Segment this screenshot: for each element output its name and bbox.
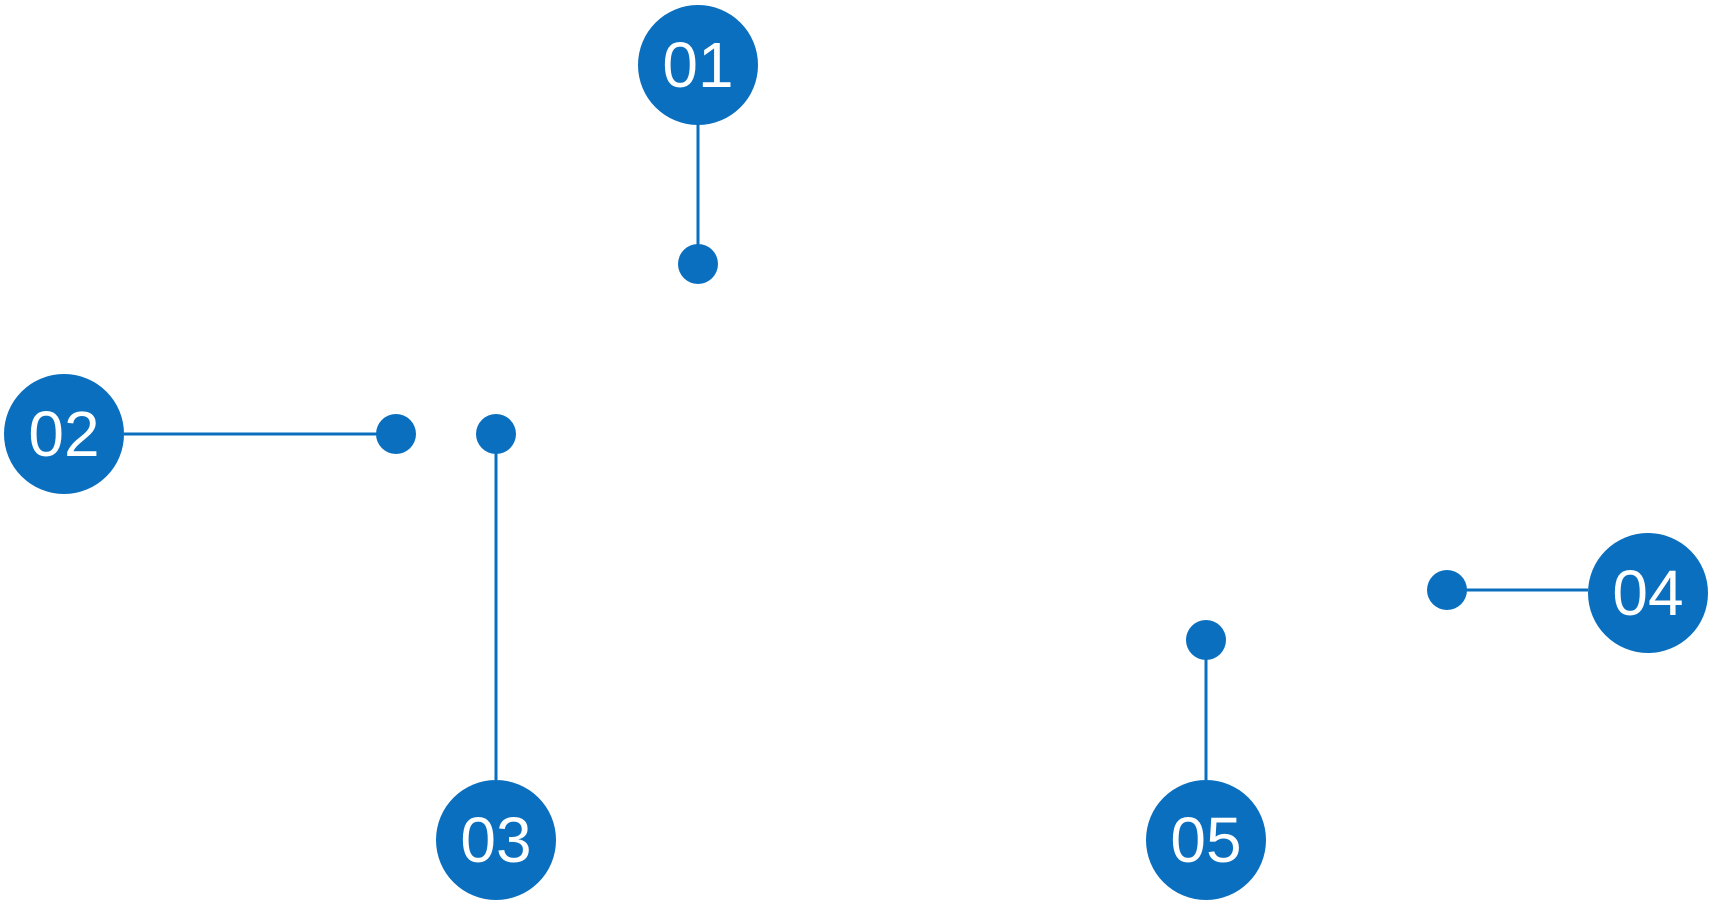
callout-03-badge: [436, 780, 556, 900]
callout-05-badge: [1146, 780, 1266, 900]
callout-03-label: 03: [460, 804, 531, 876]
callout-04: 04: [1427, 533, 1708, 653]
callout-03-anchor-dot: [476, 414, 516, 454]
callout-02-label: 02: [28, 398, 99, 470]
callout-02-anchor-dot: [376, 414, 416, 454]
callout-05-label: 05: [1170, 804, 1241, 876]
callout-04-badge: [1588, 533, 1708, 653]
callout-04-anchor-dot: [1427, 570, 1467, 610]
callout-04-label: 04: [1612, 557, 1683, 629]
callout-02-badge: [4, 374, 124, 494]
callout-01-anchor-dot: [678, 244, 718, 284]
callout-03: 03: [436, 414, 556, 900]
callout-01: 01: [638, 5, 758, 284]
callout-05: 05: [1146, 620, 1266, 900]
callout-02: 02: [4, 374, 416, 494]
callout-01-label: 01: [662, 29, 733, 101]
callout-01-badge: [638, 5, 758, 125]
callout-05-anchor-dot: [1186, 620, 1226, 660]
